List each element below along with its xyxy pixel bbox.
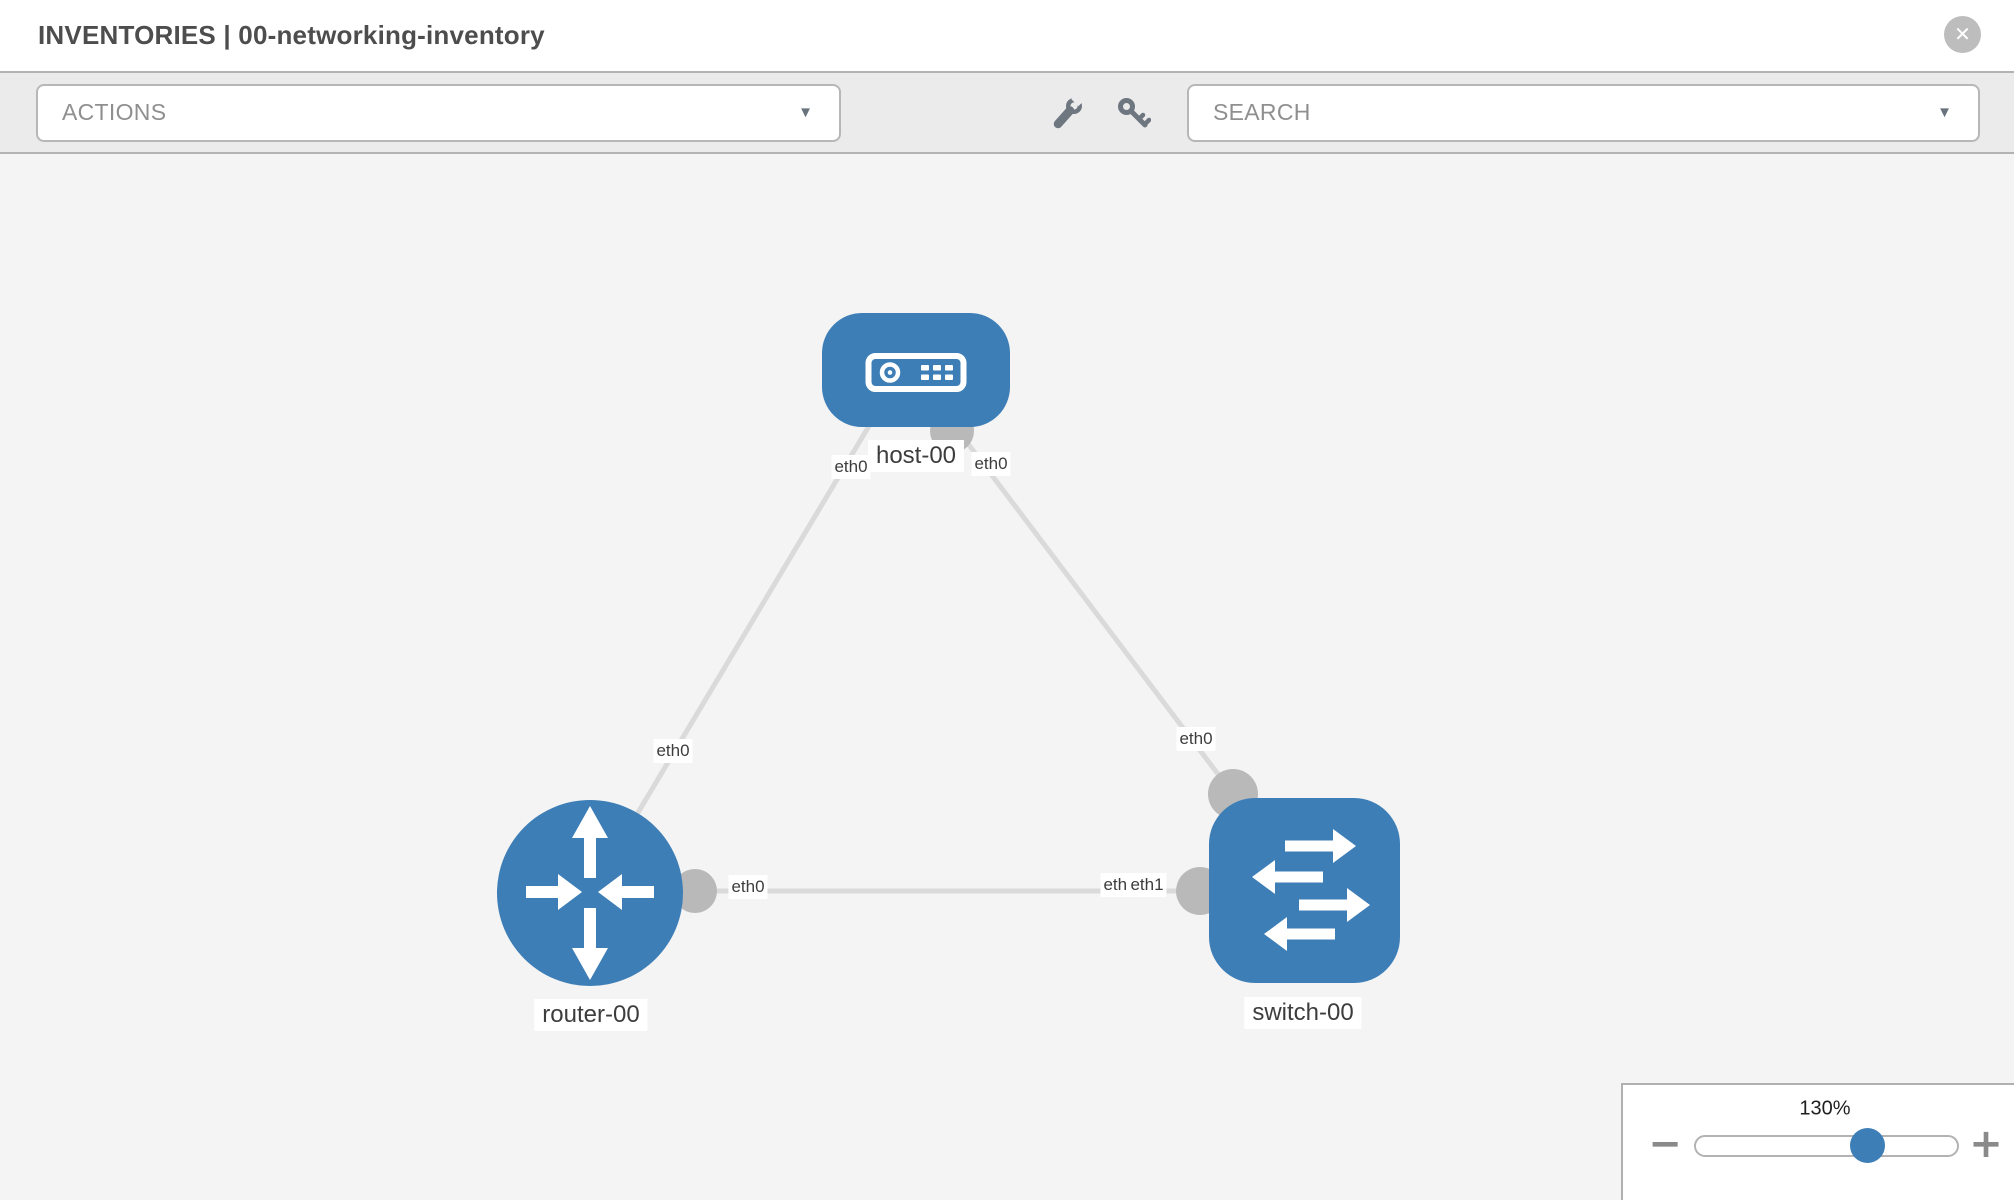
wrench-icon[interactable]	[1049, 94, 1085, 131]
zoom-out-button[interactable]: −	[1648, 1121, 1682, 1167]
node-switch[interactable]	[1209, 798, 1400, 983]
interface-label: eth0	[728, 875, 768, 899]
zoom-percentage: 130%	[1799, 1097, 1851, 1120]
interface-label: eth1	[1127, 873, 1167, 897]
interface-label: eth0	[653, 739, 693, 763]
zoom-panel: 130% − +	[1621, 1083, 2014, 1200]
zoom-slider-thumb[interactable]	[1850, 1128, 1885, 1163]
chevron-down-icon: ▼	[1937, 104, 1952, 121]
topology-canvas[interactable]: eth0 eth0 eth0 eth0 eth0 eth0 eth1 host-…	[0, 154, 2014, 1200]
node-label-router: router-00	[534, 999, 648, 1031]
switch-icon	[1252, 829, 1370, 951]
topology-svg	[497, 313, 1400, 986]
endpoint-router-right[interactable]	[673, 869, 717, 913]
close-icon: ✕	[1954, 22, 1971, 46]
page-title: INVENTORIES | 00-networking-inventory	[38, 20, 545, 50]
interface-label: eth0	[971, 452, 1011, 476]
actions-dropdown[interactable]: ACTIONS ▼	[36, 83, 841, 142]
interface-label: eth0	[1176, 727, 1216, 751]
router-icon	[526, 806, 654, 980]
key-icon[interactable]	[1115, 95, 1151, 131]
zoom-in-button[interactable]: +	[1969, 1121, 2003, 1167]
toolbar: ACTIONS ▼ SEARCH ▼	[0, 73, 2014, 154]
link-host-switch[interactable]	[917, 377, 1235, 796]
search-dropdown-label: SEARCH	[1213, 99, 1311, 125]
chevron-down-icon: ▼	[798, 104, 813, 121]
host-icon	[865, 353, 967, 392]
close-button[interactable]: ✕	[1944, 16, 1981, 53]
actions-dropdown-label: ACTIONS	[62, 99, 167, 125]
search-dropdown[interactable]: SEARCH ▼	[1187, 83, 1980, 142]
header: INVENTORIES | 00-networking-inventory ✕	[0, 0, 2014, 73]
node-router[interactable]	[497, 800, 683, 986]
interface-label: eth0	[831, 455, 871, 479]
zoom-slider[interactable]	[1694, 1128, 1959, 1163]
node-host[interactable]	[822, 313, 1010, 427]
node-label-switch: switch-00	[1244, 997, 1362, 1029]
node-label-host: host-00	[867, 440, 965, 472]
